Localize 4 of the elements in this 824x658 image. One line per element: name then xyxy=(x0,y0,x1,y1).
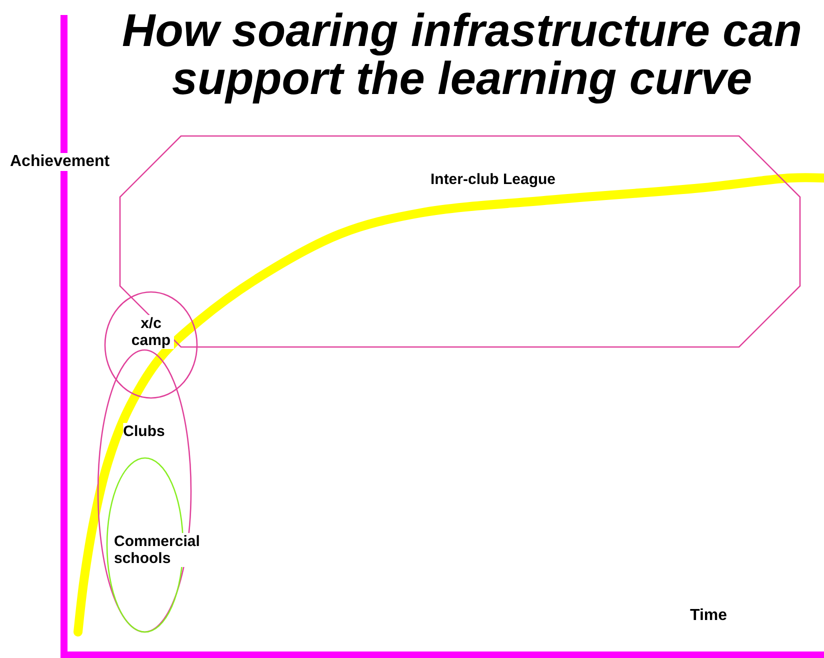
circle-region xyxy=(104,291,199,400)
title: How soaring infrastructure can support the learning curve xyxy=(121,6,803,102)
region-label: Inter-club League xyxy=(430,171,556,188)
axis-label: Achievement xyxy=(10,153,110,171)
